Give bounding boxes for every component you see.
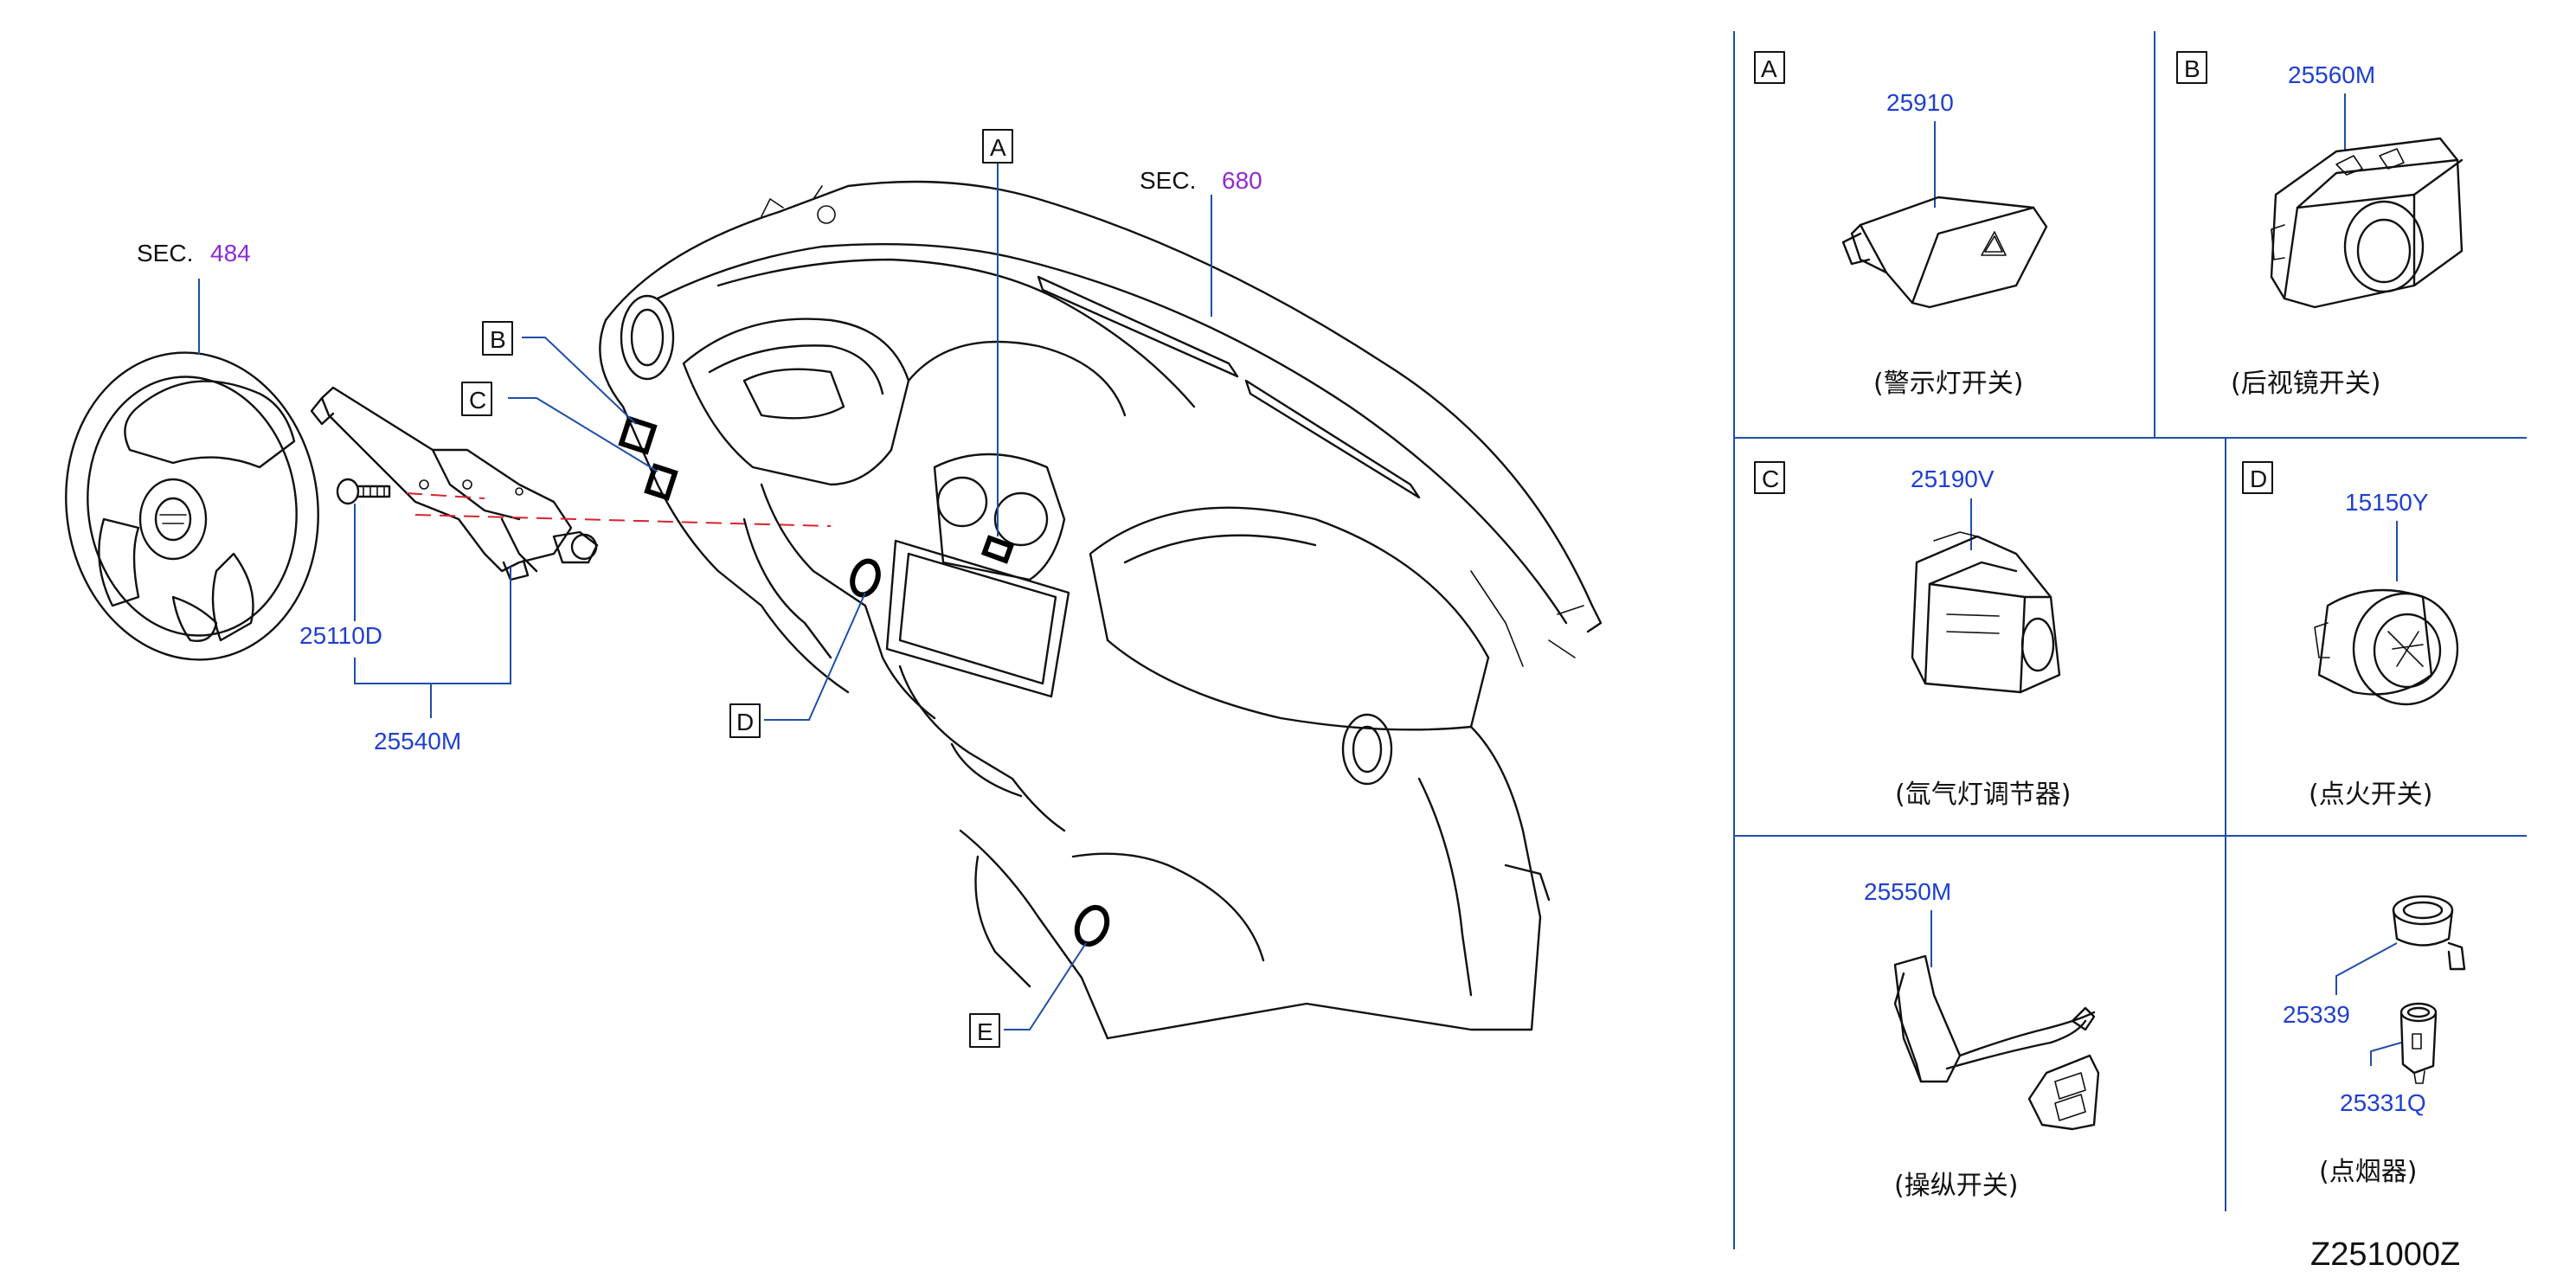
diagram-code: Z251000Z [2310, 1236, 2460, 1273]
hazard-switch-illustration [1841, 196, 2048, 309]
lighter-element-illustration [2399, 1002, 2438, 1084]
steering-control-switch-illustration [1893, 954, 2100, 1131]
lighter-socket-illustration [2392, 895, 2466, 971]
panel-c-letter: C [1762, 465, 1779, 492]
part-number-25110d[interactable]: 25110D [299, 622, 382, 649]
panel-c: C 25190V (氙气灯调节器) [1754, 461, 2071, 810]
caption-cigarette-lighter: (点烟器) [2319, 1157, 2417, 1187]
panel-b-letter: B [2184, 55, 2200, 82]
panel-a: A 25910 (警示灯开关) [1754, 51, 2048, 399]
caption-mirror-switch: (后视镜开关) [2231, 369, 2380, 399]
callout-b[interactable]: B [490, 326, 506, 353]
panel-a-letter: A [1761, 55, 1777, 82]
callout-d[interactable]: D [736, 709, 754, 735]
ignition-switch-illustration [2314, 588, 2459, 706]
panel-cigarette-lighter: 25339 25331Q (点烟器) [2283, 895, 2466, 1187]
part-number-25190v[interactable]: 25190V [1911, 465, 1995, 492]
dash-sec-label: SEC. [1140, 167, 1196, 194]
callout-a[interactable]: A [990, 134, 1006, 161]
caption-hazard-switch: (警示灯开关) [1873, 369, 2023, 399]
headlamp-leveler-illustration [1911, 531, 2061, 694]
panel-steering-switch: 25550M (操纵开关) [1864, 878, 2100, 1201]
part-number-15150y[interactable]: 15150Y [2345, 489, 2429, 516]
callout-e[interactable]: E [977, 1018, 993, 1045]
caption-headlamp-leveler: (氙气灯调节器) [1895, 780, 2071, 810]
part-number-25540m[interactable]: 25540M [374, 728, 461, 754]
steering-wheel-illustration [65, 351, 319, 661]
part-number-25339[interactable]: 25339 [2283, 1001, 2350, 1028]
caption-steering-switch: (操纵开关) [1894, 1171, 2018, 1201]
panel-grid [1733, 31, 2527, 1249]
combination-switch-illustration [310, 386, 599, 581]
callout-c[interactable]: C [469, 387, 486, 414]
steering-sec-label: SEC. [137, 240, 193, 266]
panel-d: D 15150Y (点火开关) [2242, 461, 2459, 810]
part-number-25910[interactable]: 25910 [1886, 89, 1954, 116]
panel-b: B 25560M (后视镜开关) [2176, 51, 2464, 399]
steering-sec-number[interactable]: 484 [210, 240, 251, 266]
caption-ignition-switch: (点火开关) [2309, 780, 2432, 810]
screw-illustration [336, 478, 391, 505]
mirror-switch-illustration [2270, 137, 2464, 309]
part-number-25550m[interactable]: 25550M [1864, 878, 1951, 905]
dash-sec-number[interactable]: 680 [1222, 167, 1262, 194]
panel-d-letter: D [2250, 465, 2267, 492]
part-number-25331q[interactable]: 25331Q [2340, 1089, 2426, 1116]
dashboard-illustration [599, 180, 1603, 1040]
part-number-25560m[interactable]: 25560M [2288, 61, 2375, 88]
